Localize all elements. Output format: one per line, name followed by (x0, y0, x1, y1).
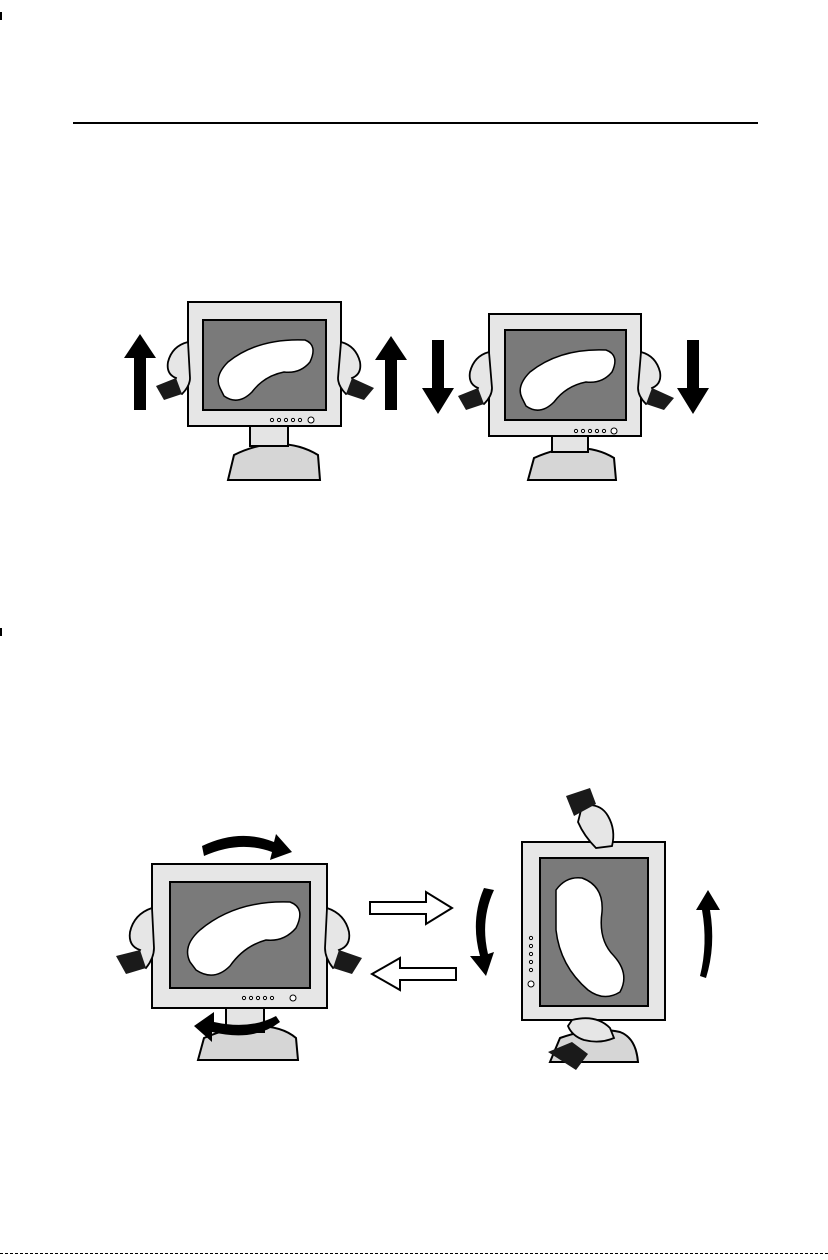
monitor-landscape (116, 834, 362, 1060)
monitor-raise (124, 302, 407, 480)
crop-mark (0, 12, 2, 20)
header-rule (73, 122, 758, 124)
height-adjustment-figure (0, 290, 828, 490)
page-bottom-rule (0, 1253, 828, 1254)
crop-mark (0, 628, 2, 636)
arrow-to-portrait (370, 892, 452, 924)
arrow-to-landscape (372, 958, 456, 990)
monitor-portrait (470, 788, 720, 1070)
monitor-lower (422, 314, 709, 480)
rotation-figure (0, 780, 828, 1080)
